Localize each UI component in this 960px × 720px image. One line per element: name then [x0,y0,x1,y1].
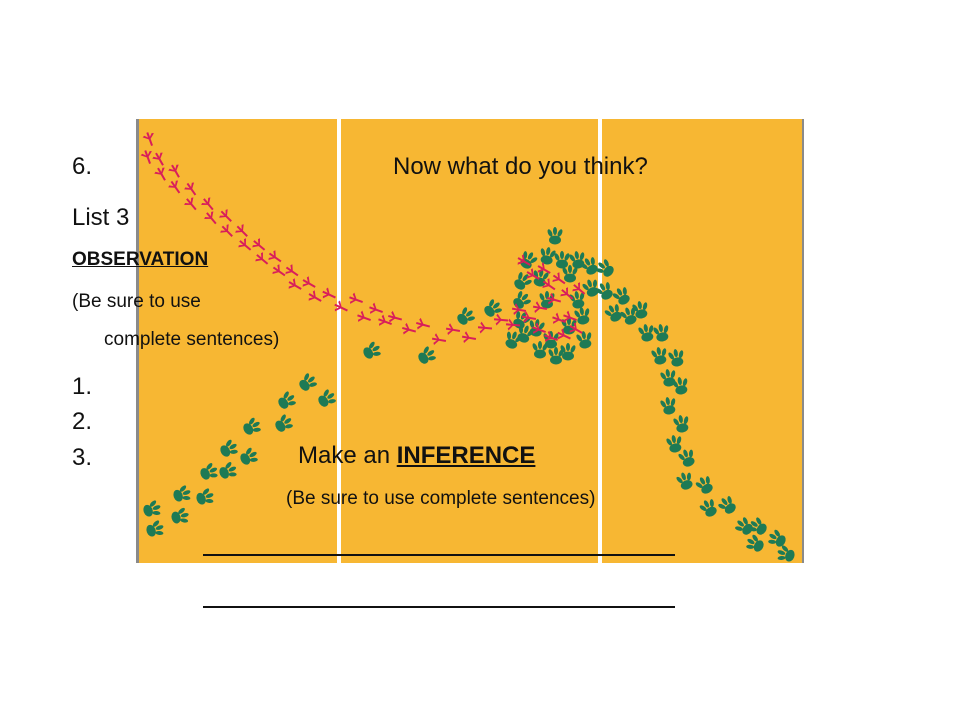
slide-number: 6. [72,153,93,180]
observation-label: OBSERVATION [72,249,209,270]
list-heading: List 3 [72,204,130,231]
slide-title: Now what do you think? [393,153,648,180]
inference-heading: Make an INFERENCE [298,444,535,468]
inference-note: (Be sure to use complete sentences) [286,488,596,509]
observation-note-line1: (Be sure to use [72,291,201,312]
inference-label: INFERENCE [396,442,536,469]
orange-panel [137,119,804,563]
list-item-2: 2. [72,408,93,435]
panel-divider-left [337,119,341,563]
answer-line-1 [203,554,675,556]
observation-note-line2: complete sentences) [104,329,280,350]
inference-prefix: Make an [298,442,397,469]
list-item-3: 3. [72,444,93,471]
panel-divider-right [598,119,602,563]
list-item-1: 1. [72,373,93,400]
answer-line-2 [203,606,675,608]
